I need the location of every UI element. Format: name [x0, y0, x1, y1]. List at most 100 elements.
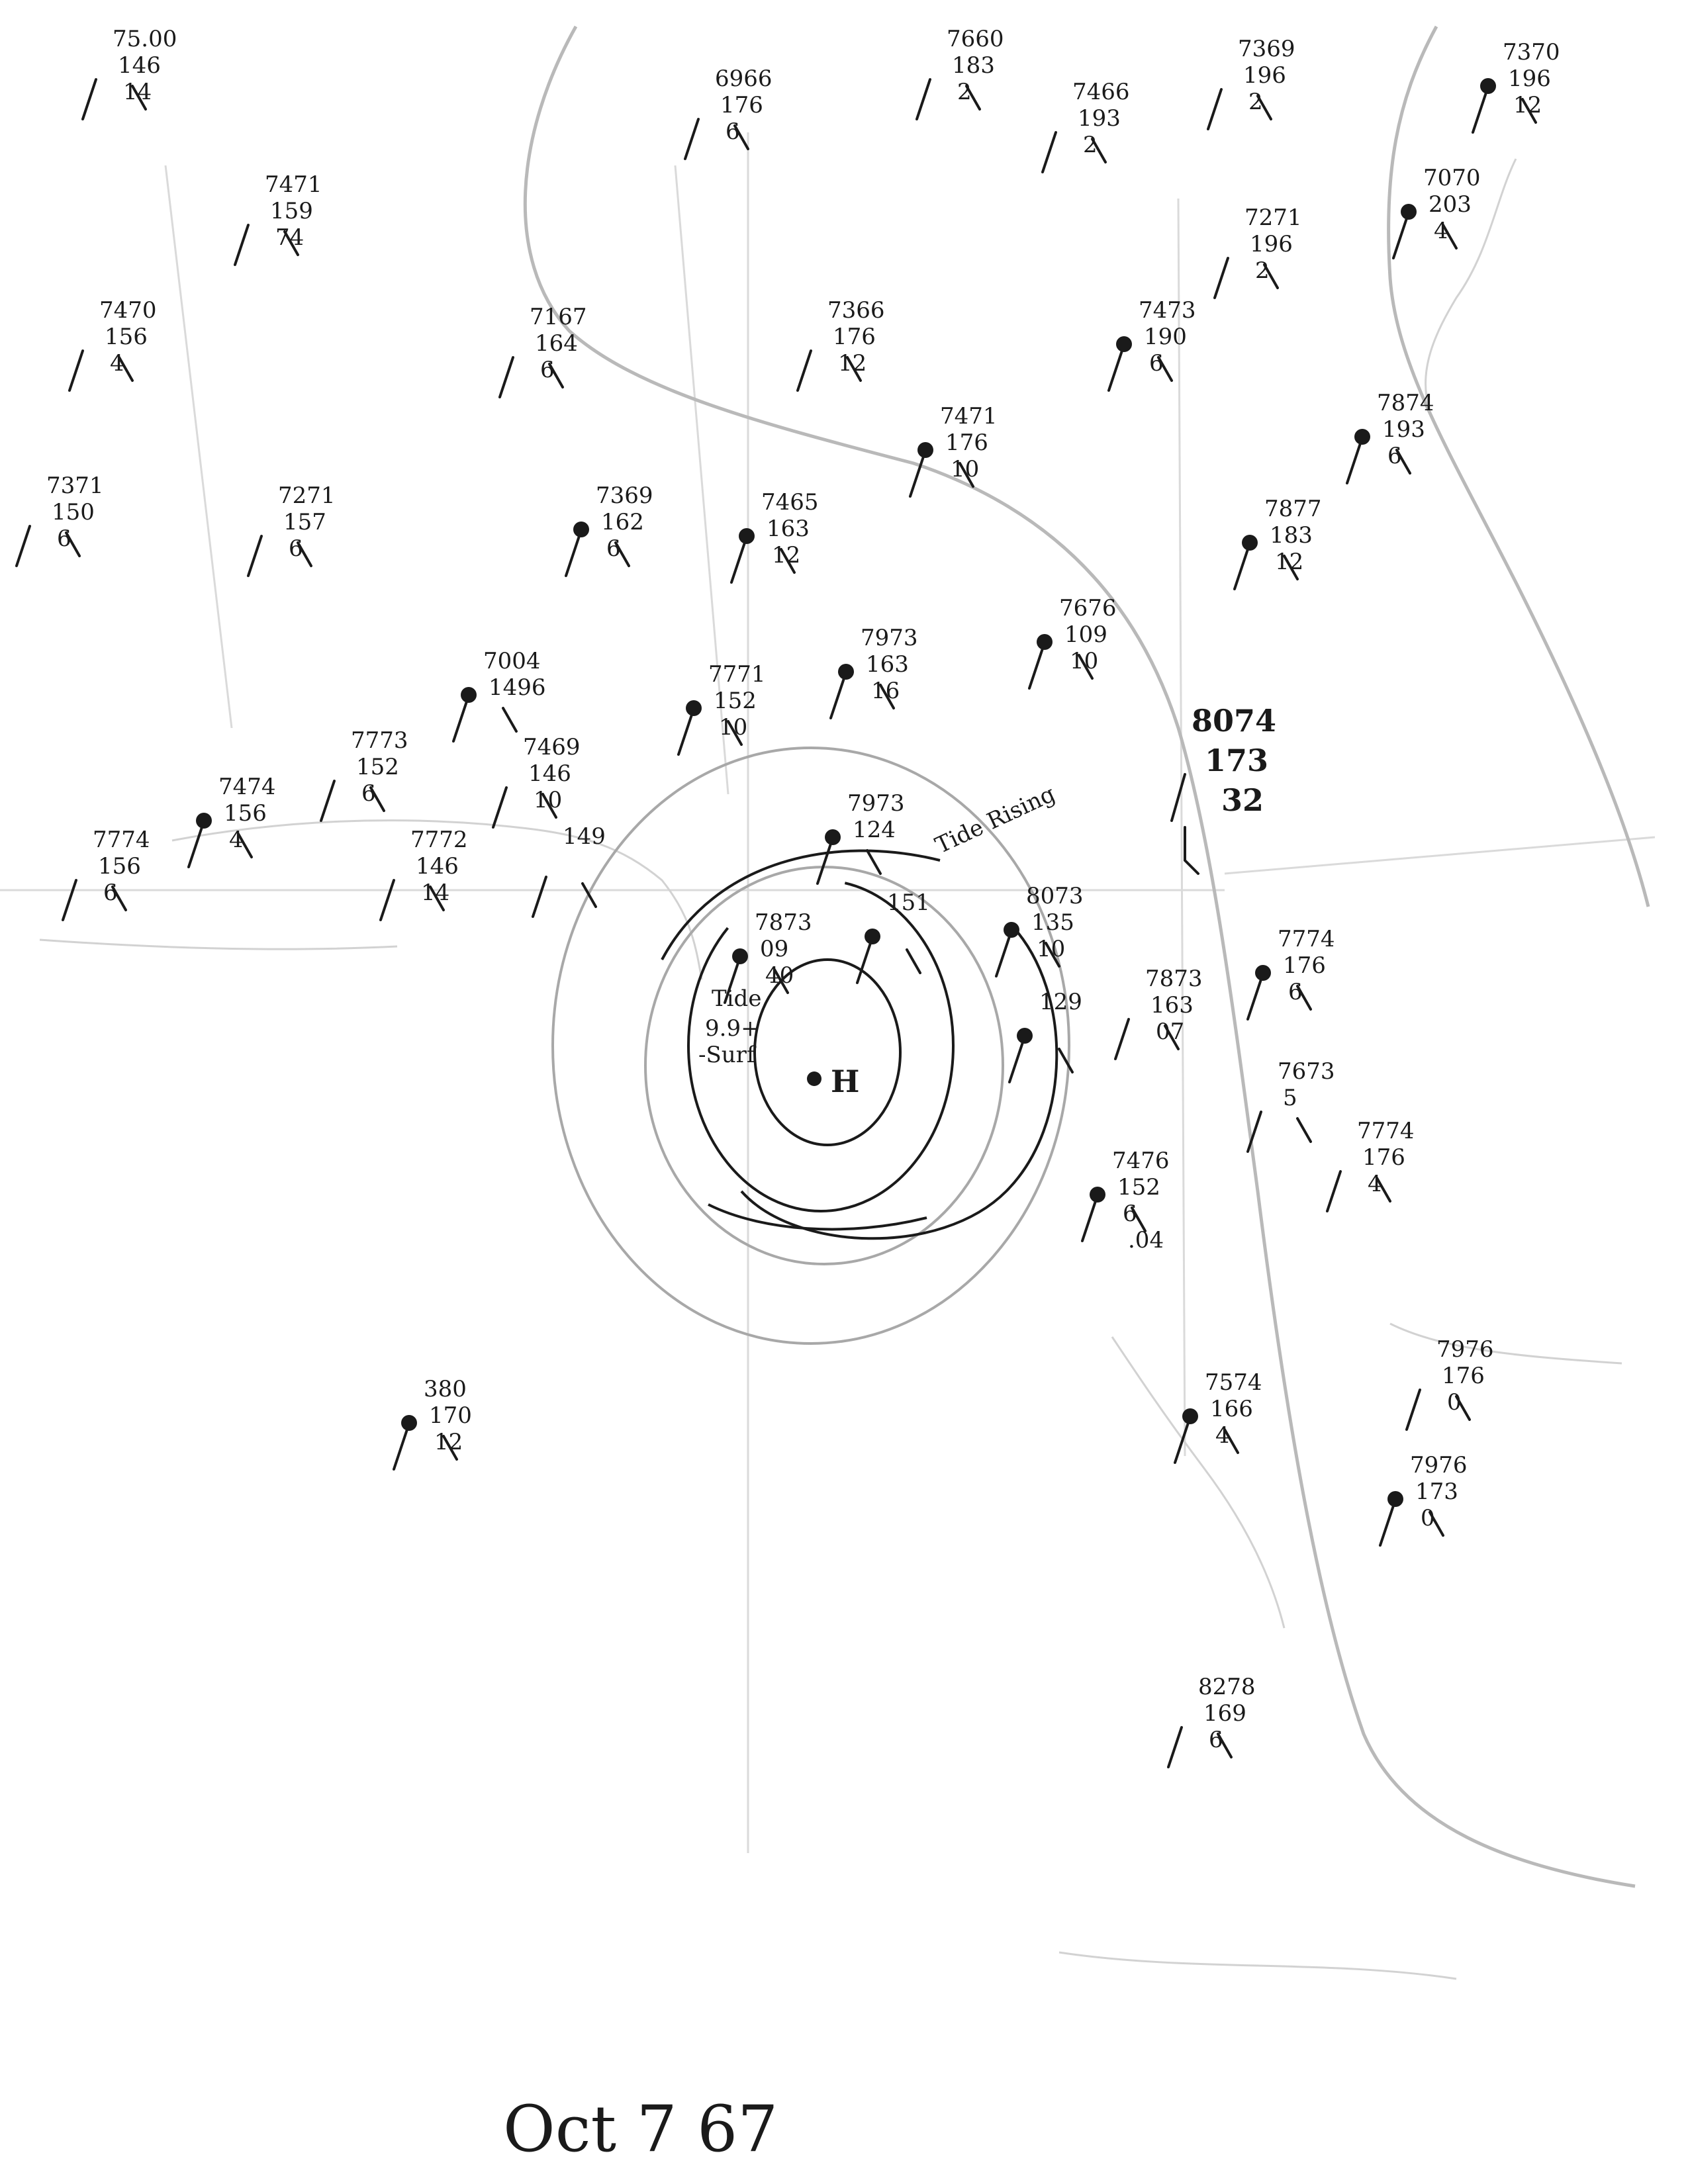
station-value: 6 — [540, 357, 555, 383]
wind-barb — [684, 118, 749, 160]
station-value: 6 — [1123, 1201, 1137, 1227]
station-value: 7471 — [265, 171, 322, 198]
wind-barb — [1246, 978, 1312, 1021]
station-value: 196 — [1508, 66, 1551, 92]
station-value: 7660 — [947, 26, 1004, 52]
station-value: 7371 — [46, 473, 104, 499]
station-s30: 149 — [532, 823, 606, 918]
station-value: 156 — [98, 853, 141, 880]
station-value: 7465 — [761, 489, 819, 516]
station-value: 10 — [719, 714, 747, 741]
wind-barb — [68, 349, 134, 392]
station-dot — [917, 442, 933, 458]
station-value: 7369 — [596, 482, 653, 509]
station-dot — [825, 829, 841, 845]
station-dot — [686, 700, 702, 716]
station-value: 07 — [1156, 1019, 1184, 1045]
station-value: 74 — [275, 224, 304, 251]
station-value: 2 — [957, 79, 972, 105]
wind-barb — [452, 700, 518, 743]
station-value: 7976 — [1410, 1452, 1468, 1479]
wind-barb — [1107, 349, 1173, 392]
wind-barb — [1379, 1504, 1444, 1547]
center-note-3: -Surf — [698, 1042, 757, 1068]
station-dot — [838, 664, 854, 680]
wind-barb — [565, 535, 630, 577]
station-value: 7973 — [861, 625, 918, 651]
wind-barb — [532, 876, 597, 918]
station-dot — [1017, 1028, 1033, 1044]
wind-barb — [1392, 217, 1458, 259]
wind-barb — [1207, 88, 1272, 130]
station-value: 4 — [1368, 1171, 1382, 1197]
station-value: 152 — [714, 688, 757, 714]
station-value: 124 — [853, 817, 896, 843]
station-dot — [732, 948, 748, 964]
station-value: 7366 — [827, 297, 885, 324]
station-value: 196 — [1243, 62, 1286, 89]
station-dot — [1480, 78, 1496, 94]
east-note: Tide Rising — [931, 781, 1059, 860]
station-value: 7874 — [1377, 390, 1434, 416]
station-value: 109 — [1064, 621, 1107, 648]
station-value: 0 — [1421, 1505, 1435, 1531]
wind-barb — [15, 525, 81, 567]
wind-barb — [1081, 1200, 1147, 1242]
wind-barb — [1233, 548, 1299, 590]
station-s32: 151 — [856, 889, 930, 984]
big-station-line-1: 8074 — [1192, 703, 1276, 739]
station-value: 6 — [1209, 1727, 1223, 1753]
station-value: 151 — [887, 889, 930, 916]
wind-barb — [1405, 1388, 1471, 1431]
station-value: 173 — [1415, 1479, 1458, 1505]
station-value: 2 — [1083, 132, 1098, 158]
station-value: 176 — [833, 324, 876, 350]
big-station-line-3: 32 — [1221, 782, 1264, 818]
station-value: 7369 — [1238, 36, 1295, 62]
station-value: 164 — [535, 330, 578, 357]
station-value: 157 — [283, 509, 326, 535]
station-value: 196 — [1250, 231, 1293, 257]
station-dot — [1242, 535, 1258, 551]
station-value: 129 — [1039, 989, 1082, 1015]
station-dot — [1037, 634, 1053, 650]
station-value: 14 — [123, 79, 152, 105]
wind-barb — [1167, 1726, 1233, 1768]
station-value: 6 — [57, 525, 71, 552]
station-value: 152 — [1117, 1174, 1160, 1201]
station-value: 156 — [224, 800, 267, 827]
wind-barb — [909, 455, 974, 498]
station-value: 7070 — [1423, 165, 1481, 191]
station-value: 7873 — [755, 909, 812, 936]
wind-barb — [187, 826, 253, 868]
station-value: 7271 — [1244, 205, 1302, 231]
wind-barb — [724, 962, 789, 1004]
station-dot — [1004, 922, 1019, 938]
station-value: 183 — [952, 52, 995, 79]
station-value: 7469 — [523, 734, 581, 760]
center-label: H — [831, 1064, 859, 1099]
wind-barb — [1472, 91, 1537, 134]
station-value: 166 — [1210, 1396, 1253, 1422]
station-value: 12 — [772, 542, 800, 569]
wind-barb — [1114, 1018, 1180, 1060]
station-dot — [739, 528, 755, 544]
station-value: 7774 — [1357, 1118, 1415, 1144]
station-value: 176 — [1442, 1363, 1485, 1389]
